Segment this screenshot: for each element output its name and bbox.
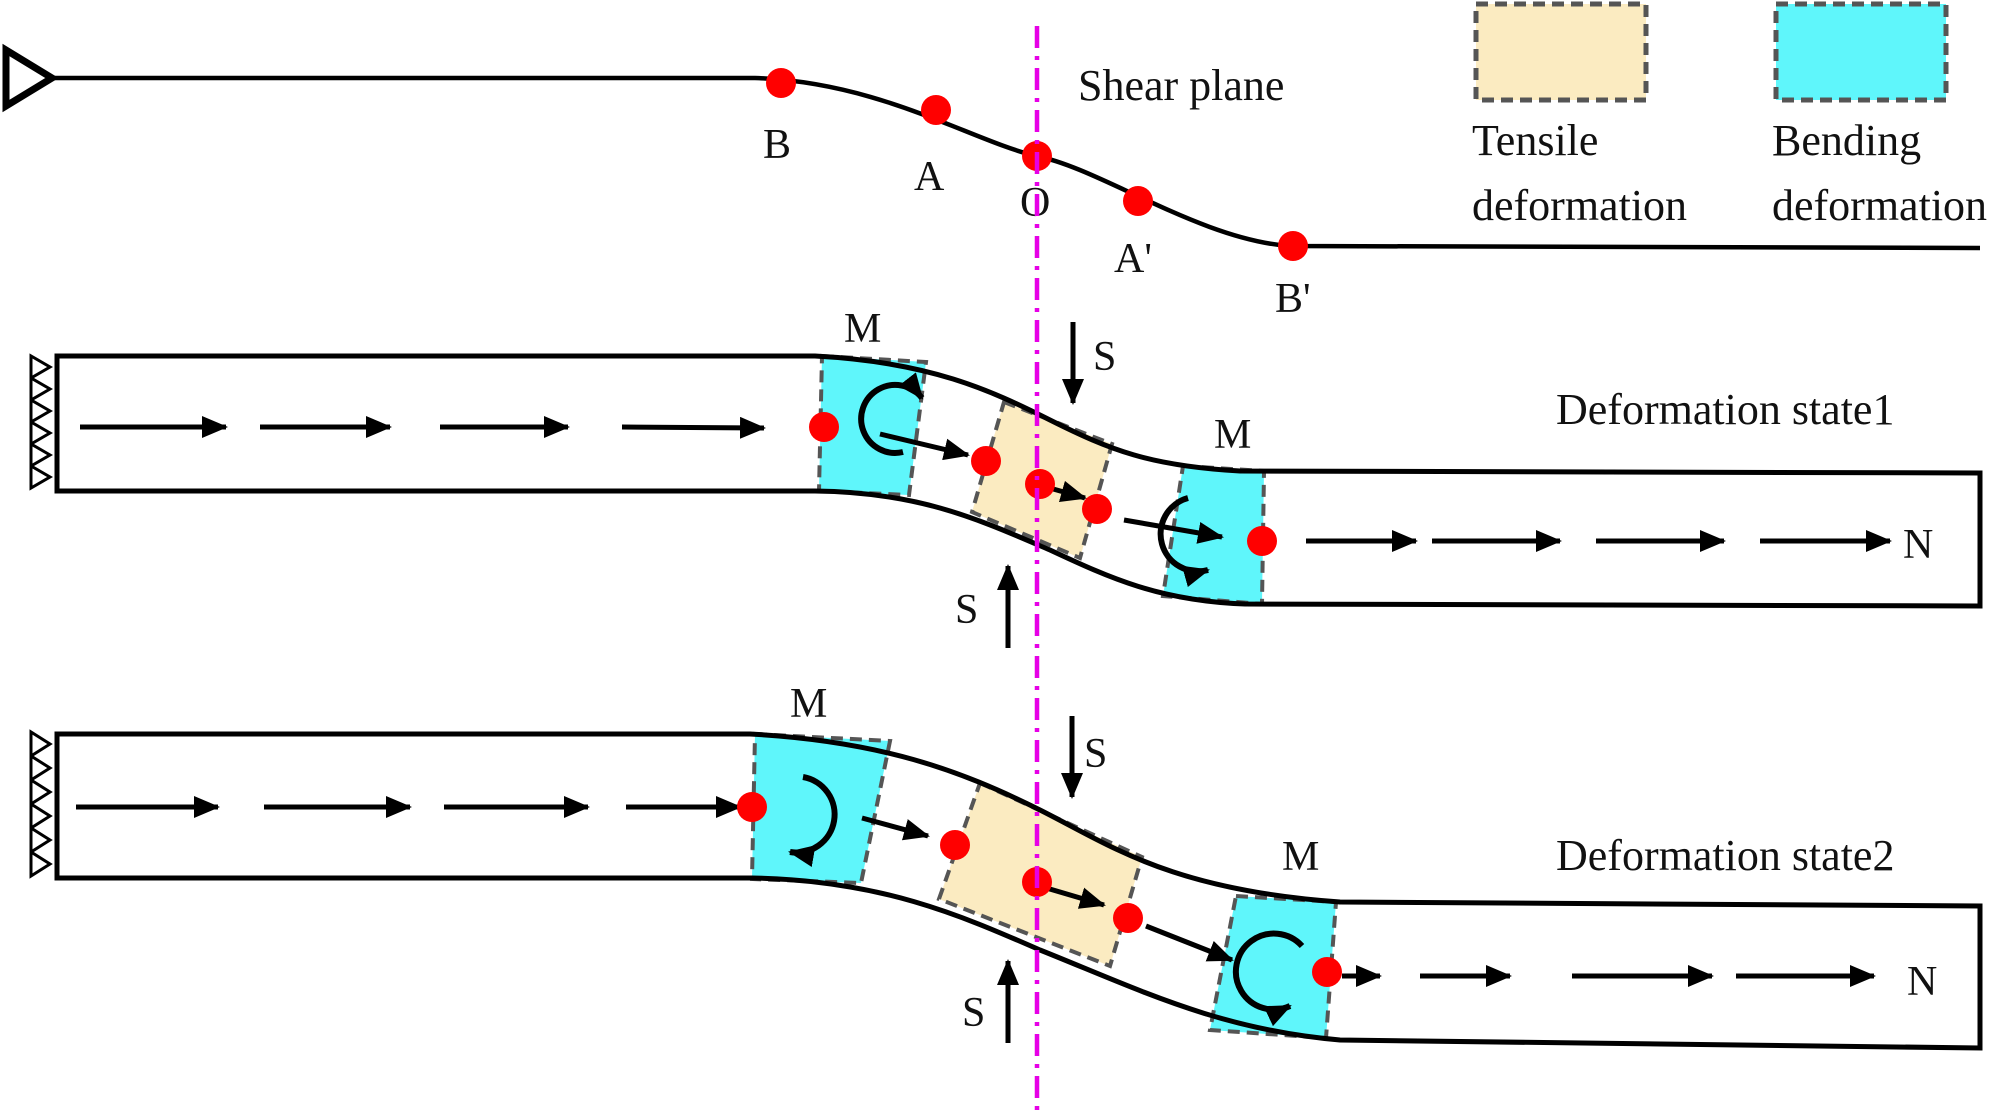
legend-bending-swatch [1773,1,1949,103]
state2-point [1113,903,1143,933]
point-b-prime [1278,231,1308,261]
shear-plane-label: Shear plane [1078,61,1284,110]
state1-title: Deformation state1 [1556,385,1894,434]
state1-point [971,446,1001,476]
state2-label-m-left: M [790,681,827,727]
state2-label-s-bottom: S [962,990,985,1036]
deflection-curve [52,75,1981,251]
state1-fixed-support-icon [29,353,53,491]
legend-tensile-line1: Tensile [1472,116,1598,165]
state2-label-n: N [1907,959,1937,1005]
state1-group: M M S S N Deformation state1 [29,306,1983,648]
state2-title: Deformation state2 [1556,831,1894,880]
state1-moment-arc-right [1157,495,1210,587]
state1-point [809,412,839,442]
state2-bending-zone-left [749,731,893,886]
state2-moment-arc-left [788,774,838,867]
state1-beam-outline [54,353,1983,609]
state2-point [1312,957,1342,987]
state2-moment-arc-right [1232,930,1305,1027]
state1-point [1025,469,1055,499]
point-a-prime [1123,186,1153,216]
state2-label-m-right: M [1282,834,1319,880]
state2-point [940,830,970,860]
state1-label-s-bottom: S [955,587,978,633]
state2-label-s-top: S [1084,731,1107,777]
legend-bending-line2: deformation [1772,181,1987,230]
state1-label-s-top: S [1093,334,1116,380]
label-b: B [763,122,791,168]
legend-tensile-line2: deformation [1472,181,1687,230]
pin-support-icon [2,43,59,113]
state2-beam-outline [54,731,1983,1051]
state2-point [737,792,767,822]
legend-tensile-swatch [1473,1,1649,103]
state2-fixed-support-icon [29,729,53,879]
state1-label-n: N [1903,522,1933,568]
state2-group: M M S S N Deformation state2 [29,681,1983,1051]
label-a-prime: A' [1114,236,1152,282]
state2-axial-arrows [76,796,1876,987]
state1-label-m-left: M [844,306,881,352]
label-b-prime: B' [1275,276,1311,322]
state1-axial-arrows [80,416,1892,552]
state1-moment-arc-left [858,372,925,456]
legend-bending-line1: Bending [1772,116,1921,165]
label-a: A [914,154,945,200]
point-a [921,95,951,125]
state1-point [1247,526,1277,556]
point-b [766,68,796,98]
legend: Tensile deformation Bending deformation [1472,1,1987,230]
state1-label-m-right: M [1214,412,1251,458]
state1-point [1082,494,1112,524]
